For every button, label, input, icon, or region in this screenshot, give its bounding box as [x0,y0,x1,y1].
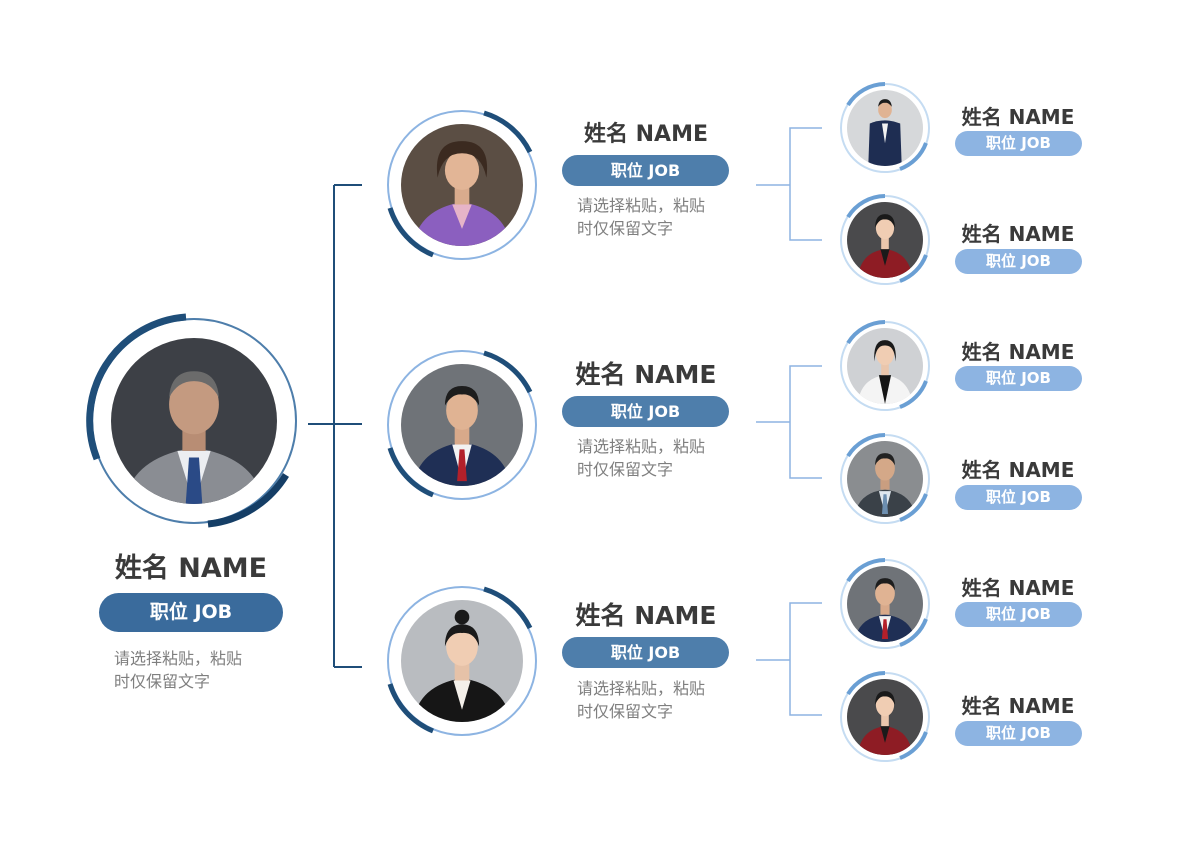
manager-2-job-badge: 职位 JOB [562,396,729,427]
manager-2-desc-line1: 请选择粘贴，粘贴 [577,437,706,456]
report-1-1-photo [847,90,923,166]
report-2-2-ring [840,433,930,524]
report-3-1-photo [847,566,923,642]
root-photo [111,338,277,504]
report-2-1-name: 姓名 NAME [961,340,1075,364]
manager-3-photo [401,600,523,722]
report-2-2-name: 姓名 NAME [961,458,1075,482]
report-3-2-job-badge: 职位 JOB [955,721,1082,746]
report-3-1-avatar [838,557,932,651]
root-name: 姓名 NAME [114,553,268,584]
report-3-1-job-badge: 职位 JOB [955,602,1082,627]
manager-2-description: 请选择粘贴，粘贴 时仅保留文字 [577,435,727,481]
manager-1-photo [401,124,523,246]
manager-3-ring [387,586,537,736]
report-3-2-photo [847,679,923,755]
root-avatar-ring [86,313,297,528]
root-desc-line1: 请选择粘贴，粘贴 [114,649,243,668]
report-1-2-ring [840,194,930,285]
manager-2-avatar [385,348,539,502]
manager-1-name: 姓名 NAME [583,122,709,147]
connector-group-2 [756,365,822,479]
report-2-1-job-badge: 职位 JOB [955,366,1082,391]
report-3-1-name: 姓名 NAME [961,576,1075,600]
manager-2-desc-line2: 时仅保留文字 [577,460,674,479]
connector-group-1 [756,127,822,241]
connector-group-3 [756,602,822,716]
manager-1-job-badge: 职位 JOB [562,155,729,186]
root-job-badge: 职位 JOB [99,593,283,632]
manager-2-name: 姓名 NAME [575,360,717,389]
report-3-1-ring [840,558,930,649]
root-avatar [86,313,302,529]
manager-1-desc-line1: 请选择粘贴，粘贴 [577,196,706,215]
manager-3-desc-line2: 时仅保留文字 [577,702,674,721]
report-1-2-name: 姓名 NAME [961,222,1075,246]
report-3-2-avatar [838,670,932,764]
report-2-2-job-badge: 职位 JOB [955,485,1082,510]
manager-3-avatar [385,584,539,738]
report-3-2-ring [840,671,930,762]
report-1-1-avatar [838,81,932,175]
report-1-2-job-badge: 职位 JOB [955,249,1082,274]
report-2-1-ring [840,320,930,411]
report-3-2-name: 姓名 NAME [961,694,1075,718]
report-1-2-avatar [838,193,932,287]
root-description: 请选择粘贴，粘贴 时仅保留文字 [114,647,264,693]
manager-3-description: 请选择粘贴，粘贴 时仅保留文字 [577,677,727,723]
root-desc-line2: 时仅保留文字 [114,672,211,691]
manager-3-job-badge: 职位 JOB [562,637,729,668]
manager-1-ring [387,110,537,260]
manager-3-name: 姓名 NAME [575,601,717,630]
report-2-2-avatar [838,432,932,526]
report-2-1-photo [847,328,923,404]
manager-2-ring [387,350,537,500]
report-1-1-ring [840,82,930,173]
report-2-1-avatar [838,319,932,413]
manager-1-desc-line2: 时仅保留文字 [577,219,674,238]
report-2-2-photo [847,441,923,517]
manager-1-avatar [385,108,539,262]
report-1-1-name: 姓名 NAME [961,105,1075,129]
manager-1-description: 请选择粘贴，粘贴 时仅保留文字 [577,194,727,240]
report-1-2-photo [847,202,923,278]
manager-2-photo [401,364,523,486]
manager-3-desc-line1: 请选择粘贴，粘贴 [577,679,706,698]
report-1-1-job-badge: 职位 JOB [955,131,1082,156]
